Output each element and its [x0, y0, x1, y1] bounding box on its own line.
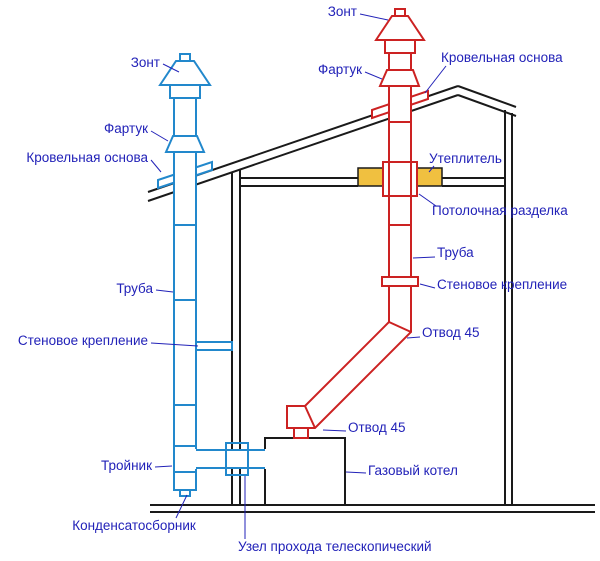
leader-troynik [154, 465, 173, 468]
rain-cap-collar-blue [169, 84, 201, 99]
label-otvod45-lower: Отвод 45 [348, 420, 406, 435]
leader-potolochnaya-razdelka [418, 193, 437, 207]
ceiling-pass-through-box [382, 161, 418, 197]
boiler-connection-stub [293, 427, 309, 439]
label-gazovy-kotel: Газовый котел [368, 463, 458, 478]
label-truba-red: Труба [437, 245, 474, 260]
wall-mount-flange-red [381, 276, 419, 287]
apron-flashing-blue [164, 135, 206, 153]
label-potolochnaya-razdelka: Потолочная разделка [432, 203, 568, 218]
label-krovelnaya-osnova-blue: Кровельная основа [26, 150, 148, 165]
rain-cap-tip-red [394, 8, 406, 17]
roof-right-inner-line [457, 94, 517, 117]
leader-fartuk-red [364, 71, 383, 80]
leader-fartuk-blue [150, 130, 169, 142]
tee-branch-fill [195, 449, 266, 469]
leader-zont-blue [162, 63, 180, 73]
label-troynik: Тройник [101, 458, 152, 473]
text-labels: Зонт Зонт Фартук Кровельная основа Фарту… [18, 4, 568, 554]
telescopic-wall-sleeve [225, 442, 249, 476]
label-fartuk-blue: Фартук [104, 121, 148, 136]
red-flue-pipe [286, 44, 412, 429]
rain-cap-tip-blue [179, 53, 191, 62]
rain-cap-umbrella-red [374, 15, 426, 41]
label-kondensatosbornik: Конденсатосборник [72, 518, 196, 533]
label-zont-blue: Зонт [131, 55, 160, 70]
blue-flue-pipe [173, 97, 197, 491]
condensate-drain-nub [179, 489, 191, 497]
label-krovelnaya-osnova-red: Кровельная основа [441, 50, 563, 65]
apron-flashing-red [378, 69, 421, 87]
label-uzel-prohoda: Узел прохода телескопический [238, 539, 432, 554]
leader-otvod45-upper [406, 336, 421, 339]
leader-krovelnaya-osnova-red [424, 65, 447, 94]
leader-uteplitel [428, 165, 435, 173]
red-chimney-system [286, 8, 429, 439]
leader-lines [150, 13, 447, 539]
gas-boiler [264, 437, 346, 506]
label-zont-red: Зонт [328, 4, 357, 19]
label-stenovoe-kreplenie-red: Стеновое крепление [437, 277, 567, 292]
leader-zont-red [359, 13, 389, 21]
label-truba-blue: Труба [116, 281, 153, 296]
leader-otvod45-lower [322, 429, 347, 432]
rain-cap-umbrella-blue [158, 60, 212, 86]
leader-truba-blue [155, 289, 174, 293]
ceiling-insulation [357, 167, 443, 187]
label-stenovoe-kreplenie-blue: Стеновое крепление [18, 333, 148, 348]
leader-stenovoe-kreplenie-red [419, 283, 436, 289]
elbow-45-lower-miter [304, 405, 316, 429]
leader-krovelnaya-osnova-blue [150, 159, 162, 173]
label-uteplitel: Утеплитель [429, 151, 502, 166]
leader-truba-red [412, 256, 436, 259]
label-fartuk-red: Фартук [318, 62, 362, 77]
wall-bracket-blue [196, 341, 233, 351]
leader-kondensatosbornik [175, 494, 188, 519]
insulation-block-left [357, 167, 384, 187]
house-structure [147, 85, 595, 513]
leader-gazovy-kotel [345, 471, 367, 474]
elbow-45-upper-miter [388, 321, 412, 333]
rain-cap-collar-red [384, 39, 416, 54]
leader-stenovoe-kreplenie-blue [150, 342, 199, 347]
blue-chimney-system [157, 53, 266, 497]
roof-right-outer-line [457, 85, 517, 108]
label-otvod45-upper: Отвод 45 [422, 325, 480, 340]
